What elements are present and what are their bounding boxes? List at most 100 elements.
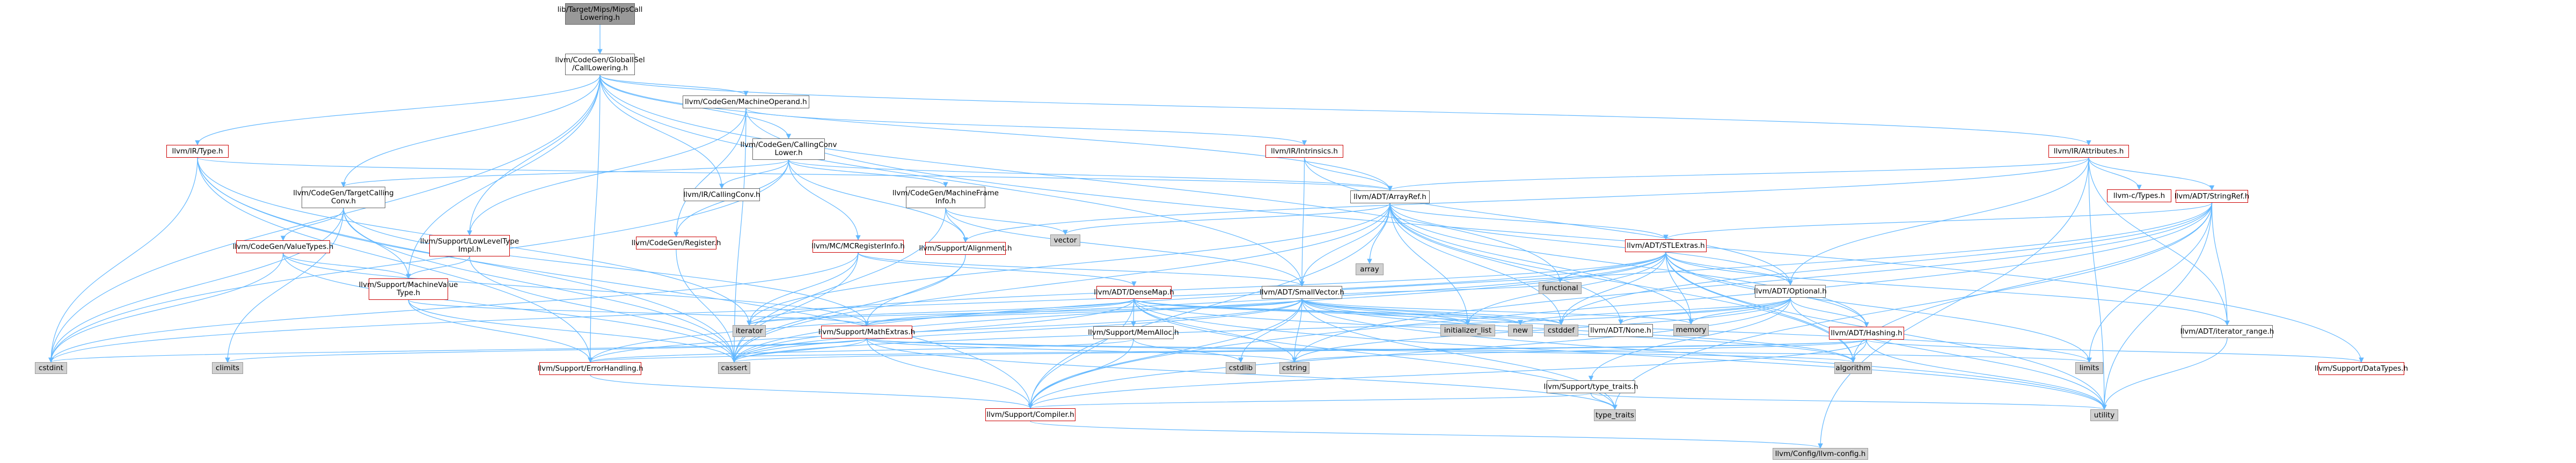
edge-mcreg-to-cstdint (48, 252, 859, 363)
node-alignment[interactable]: llvm/Support/Alignment.h (919, 242, 1012, 255)
edge-stringref-to-stlextras (1663, 202, 2213, 240)
node-limits: limits (2075, 362, 2103, 374)
node-mathextras[interactable]: llvm/Support/MathExtras.h (818, 326, 915, 339)
node-optional[interactable]: llvm/ADT/Optional.h (1754, 285, 1827, 298)
node-densemap[interactable]: llvm/ADT/DenseMap.h (1094, 286, 1174, 299)
node-datatypes[interactable]: llvm/Support/DataTypes.h (2315, 362, 2408, 375)
node-mvt[interactable]: llvm/Support/MachineValue Type.h (359, 278, 458, 300)
edge-smallvec-to-cstring (1292, 298, 1302, 363)
node-register[interactable]: llvm/CodeGen/Register.h (632, 237, 721, 249)
node-typetraits_llvm[interactable]: llvm/Support/type_traits.h (1543, 380, 1638, 393)
edge-typetraits_llvm-to-type_traits (1590, 393, 1618, 410)
node-lowlevel[interactable]: llvm/Support/LowLevelType Impl.h (420, 235, 519, 256)
edge-lowlevel-to-cassert (469, 256, 737, 363)
node-attrs[interactable]: llvm/IR/Attributes.h (2048, 145, 2129, 158)
edge-smallvec-to-new (1301, 298, 1523, 325)
edge-mcreg-to-smallvec (858, 252, 1305, 286)
edge-mathextras-to-cassert (731, 338, 867, 363)
edge-mathextras-to-cstdint (48, 338, 867, 363)
edge-stringref-to-cstddef (1558, 202, 2213, 325)
edge-valuetypes-to-mathextras (282, 253, 869, 326)
edge-stringref-to-type_traits (1612, 202, 2213, 410)
node-algorithm: algorithm (1834, 362, 1872, 374)
edge-stringref-to-utility (2102, 202, 2213, 410)
node-stringref[interactable]: llvm/ADT/StringRef.h (2175, 190, 2249, 203)
edge-optional-to-compiler (1028, 297, 1791, 409)
edge-arrayref-to-smallvec (1299, 203, 1391, 286)
edge-ccl-to-mcreg (788, 159, 861, 240)
edge-stlextras-to-functional (1557, 252, 1666, 283)
edge-valuetypes-to-cassert (282, 253, 737, 363)
edge-densemap-to-cassert (731, 298, 1135, 363)
edge-arrayref-to-memory (1389, 203, 1694, 325)
edge-gisel-to-machop (599, 75, 749, 96)
edge-tcc-to-valuetypes (280, 208, 344, 241)
node-ircc[interactable]: llvm/IR/CallingConv.h (683, 188, 760, 201)
node-tcc[interactable]: llvm/CodeGen/TargetCalling Conv.h (293, 187, 394, 208)
edge-stlextras-to-errhandling (588, 252, 1666, 363)
edge-alignment-to-cassert (731, 254, 966, 363)
node-compiler[interactable]: llvm/Support/Compiler.h (985, 408, 1075, 421)
node-iterrange[interactable]: llvm/ADT/iterator_range.h (2180, 325, 2274, 338)
edge-mfi-to-smallvec (945, 208, 1305, 286)
edge-stlextras-to-optional (1665, 252, 1793, 285)
edge-iterrange-to-utility (2102, 337, 2228, 410)
edge-smallvec-to-cstddef (1301, 298, 1564, 325)
node-hashing[interactable]: llvm/ADT/Hashing.h (1829, 327, 1904, 340)
edge-gisel-to-attrs (599, 75, 2091, 145)
node-ctypes[interactable]: llvm-c/Types.h (2107, 189, 2171, 202)
edge-mvt-to-cassert (408, 299, 737, 363)
node-none[interactable]: llvm/ADT/None.h (1589, 324, 1653, 337)
node-valuetypes[interactable]: llvm/CodeGen/ValueTypes.h (233, 240, 333, 253)
edge-lowlevel-to-mvt (406, 256, 470, 279)
edge-mathextras-to-limits (866, 338, 2091, 363)
edge-smallvec-to-errhandling (588, 298, 1302, 363)
edge-stlextras-to-limits (1665, 252, 2092, 363)
edge-densemap-to-iterator (747, 298, 1135, 326)
node-config: llvm/Config/llvm-config.h (1773, 448, 1868, 460)
edge-compiler-to-config (1030, 421, 1823, 449)
edge-arrayref-to-iterator (747, 203, 1391, 326)
node-mfi[interactable]: llvm/CodeGen/MachineFrame Info.h (892, 187, 999, 208)
edge-gisel-to-tcc (341, 75, 601, 187)
node-iterator: iterator (733, 325, 766, 337)
edge-intrin-to-optional (1304, 157, 1793, 285)
node-arrayref[interactable]: llvm/ADT/ArrayRef.h (1350, 190, 1430, 203)
edge-densemap-to-new (1133, 298, 1523, 325)
node-irtype[interactable]: llvm/IR/Type.h (166, 145, 229, 158)
node-cassert: cassert (718, 362, 750, 374)
edge-memalloc-to-compiler (1028, 339, 1134, 409)
node-initlist: initializer_list (1440, 325, 1495, 336)
edge-attrs-to-alignment (963, 157, 2089, 242)
edge-gisel-to-errhandling (588, 75, 601, 363)
edge-smallvec-to-mathextras (864, 298, 1302, 326)
node-ccl[interactable]: llvm/CodeGen/CallingConv Lower.h (741, 138, 837, 160)
edge-arrayref-to-cstddef (1389, 203, 1564, 325)
edge-ccl-to-mfi (788, 159, 948, 187)
edge-smallvec-to-compiler (1028, 298, 1302, 409)
edge-ccl-to-cstdint (48, 159, 789, 363)
node-intrin[interactable]: llvm/IR/Intrinsics.h (1265, 145, 1343, 158)
edge-gisel-to-lowlevel (467, 75, 601, 236)
node-errhandling[interactable]: llvm/Support/ErrorHandling.h (537, 362, 643, 375)
node-machop[interactable]: llvm/CodeGen/MachineOperand.h (683, 95, 809, 108)
edge-machop-to-intrin (745, 108, 1307, 145)
edge-smallvec-to-memory (1301, 298, 1694, 325)
edge-typetraits_llvm-to-utility (1590, 393, 2107, 410)
edge-ccl-to-ircc (719, 159, 789, 189)
node-stlextras[interactable]: llvm/ADT/STLExtras.h (1625, 239, 1707, 252)
edge-optional-to-utility (1790, 297, 2107, 410)
edge-machop-to-cassert (731, 108, 747, 363)
node-gisel[interactable]: llvm/CodeGen/GlobalISel /CallLowering.h (555, 54, 645, 75)
edge-hashing-to-compiler (1028, 339, 1867, 409)
node-functional: functional (1539, 282, 1582, 294)
node-memalloc[interactable]: llvm/Support/MemAlloc.h (1088, 326, 1179, 339)
node-mcreg[interactable]: llvm/MC/MCRegisterInfo.h (811, 240, 905, 253)
node-new: new (1508, 325, 1533, 336)
edge-tcc-to-mvt (343, 208, 411, 279)
edge-stlextras-to-cstdint (48, 252, 1666, 363)
node-root: lib/Target/Mips/MipsCall Lowering.h (558, 3, 642, 25)
node-smallvec[interactable]: llvm/ADT/SmallVector.h (1260, 286, 1344, 299)
edge-mfi-to-vector (945, 208, 1068, 235)
edge-valuetypes-to-mvt (282, 253, 411, 279)
